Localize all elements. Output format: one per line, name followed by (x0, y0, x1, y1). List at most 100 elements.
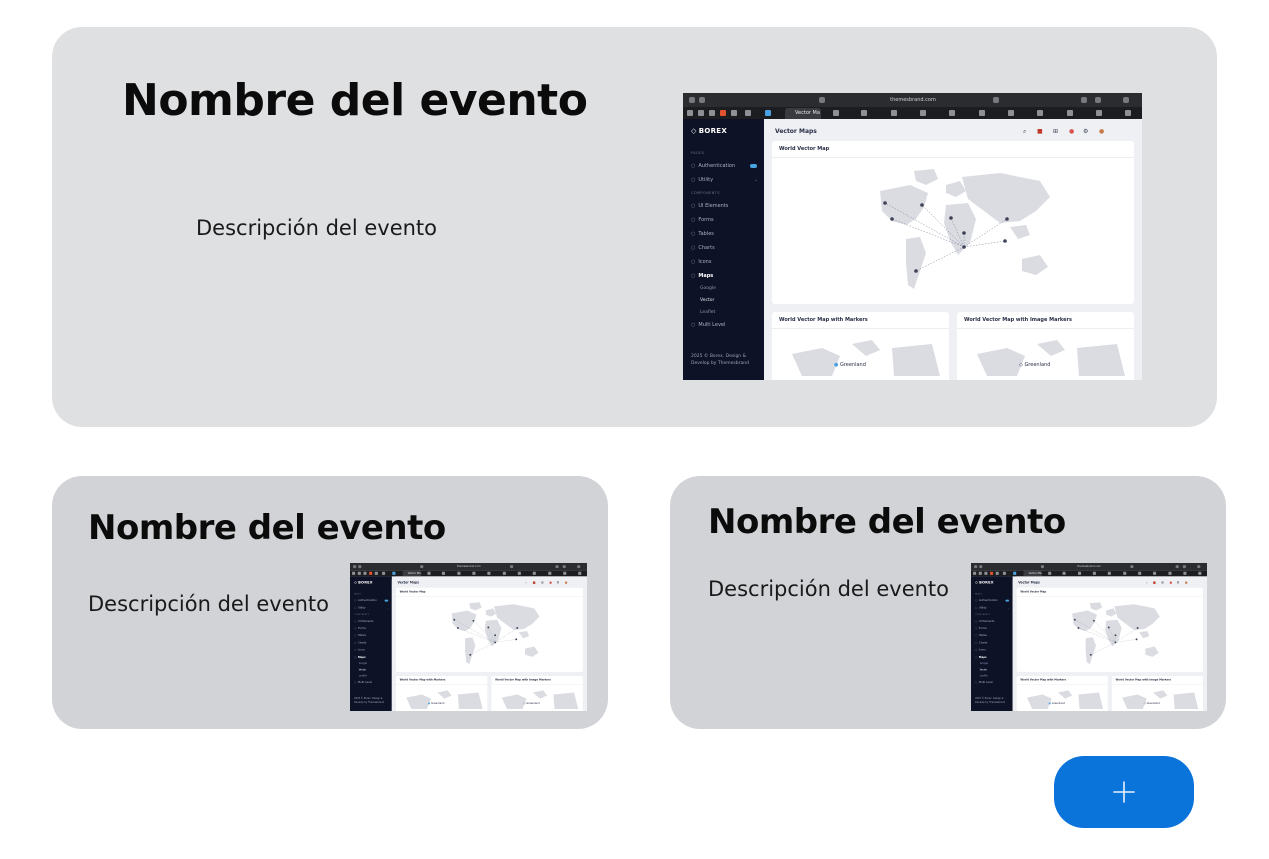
gear-icon: ⚙ (1176, 581, 1180, 585)
share-icon (1095, 97, 1101, 103)
browser-url: themesbrand.com (1077, 565, 1102, 569)
grid-icon: ⊞ (1053, 128, 1059, 135)
world-map-graphic (406, 690, 483, 709)
sidebar-toggle-icon (353, 565, 357, 569)
thumbnail-sidebar: BOREX PAGES Authentication Utility ⌄ COM… (683, 119, 764, 380)
tab-icon (698, 110, 704, 116)
sidebar-item-utility: Utility (354, 606, 366, 609)
panel-title: World Vector Map with Image Markers (1115, 678, 1171, 682)
avatar: ● (1184, 581, 1188, 585)
panel-title: World Vector Map with Markers (1020, 678, 1067, 682)
tab-icon (457, 571, 461, 575)
star-icon (1067, 110, 1073, 116)
tab-icon (1048, 571, 1052, 575)
map-marker-label: ◇ Greenland (1144, 702, 1160, 705)
event-title: Nombre del evento (88, 508, 446, 548)
tab-icon (949, 110, 955, 116)
browser-url: themesbrand.com (456, 565, 481, 569)
sidebar-item-maps: Maps (354, 656, 366, 659)
sidebar-item-multi-level: Multi Level (975, 681, 993, 684)
tab-icon (920, 110, 926, 116)
marker-dot-icon: ● (834, 362, 840, 368)
flag-icon: ■ (1037, 128, 1043, 135)
sidebar-item-utility: Utility (975, 606, 987, 609)
panel-world-map: World Vector Map (395, 587, 583, 672)
active-tab: Vector Ma (402, 570, 422, 577)
add-event-button[interactable] (1054, 756, 1194, 828)
plus-icon (1113, 781, 1135, 803)
event-thumbnail: themesbrand.com Vector Ma (971, 563, 1207, 711)
sidebar-subitem-vector: Vector (358, 668, 367, 672)
sidebar-toggle-icon (974, 565, 978, 569)
diamond-marker-icon: ◇ (1143, 701, 1147, 705)
sidebar-item-maps: Maps (691, 273, 713, 279)
shield-icon (1040, 565, 1045, 569)
event-description: Descripción del evento (88, 592, 330, 616)
tab-icon (352, 571, 356, 575)
sidebar-item-multi-level: Multi Level (691, 322, 725, 328)
thumbnail-main: Vector Maps ⌕ ■ ⊞ ● ⚙ ● World Vector Map (1012, 576, 1207, 711)
sidebar-item-charts: Charts (975, 641, 987, 644)
shield-icon (819, 97, 825, 103)
tab-icon (973, 571, 977, 575)
sidebar-toggle-icon (689, 97, 695, 103)
back-icon (358, 565, 362, 569)
browser-toolbar: themesbrand.com (683, 93, 1142, 107)
tab-icon (427, 571, 431, 575)
sidebar-section-label: COMPONENTS (975, 613, 990, 616)
flag-icon: ■ (532, 581, 536, 585)
thumbnail-content: themesbrand.com Vector Ma (971, 563, 1207, 711)
tabs-icon (577, 565, 581, 569)
panel-title: World Vector Map (1020, 590, 1047, 594)
map-marker-label: ● Greenland (834, 362, 866, 368)
tab-icon (1123, 571, 1127, 575)
back-icon (699, 97, 705, 103)
tab-icon (1107, 571, 1111, 575)
tab-icon (502, 571, 506, 575)
panel-divider (957, 328, 1134, 329)
download-icon (1175, 565, 1179, 569)
tab-icon (1037, 110, 1043, 116)
sidebar-item-charts: Charts (691, 245, 714, 251)
tab-icon (357, 571, 361, 575)
sidebar-section-label: PAGES (975, 592, 982, 595)
panel-divider (395, 596, 583, 597)
event-card-featured[interactable]: Nombre del evento Descripción del evento… (52, 27, 1217, 427)
thumbnail-main: Vector Maps ⌕ ■ ⊞ ● ⚙ ● World Vector Map (764, 119, 1142, 380)
sidebar-item-tables: Tables (354, 634, 366, 637)
tab-icon (891, 110, 897, 116)
share-icon (1182, 565, 1186, 569)
panel-divider (1016, 684, 1108, 685)
tab-icon (374, 571, 378, 575)
thumbnail-content: themesbrand.com Vector Ma (350, 563, 587, 711)
avatar: ● (1099, 128, 1105, 135)
panel-divider (772, 328, 949, 329)
bell-icon: ● (1069, 128, 1075, 135)
tab-icon (369, 571, 373, 575)
browser-toolbar: themesbrand.com (971, 563, 1207, 571)
sidebar-subitem-google: Google (700, 286, 716, 291)
panel-divider (1111, 684, 1203, 685)
marker-label: Greenland (1024, 362, 1051, 368)
sidebar-item-icons: Icons (354, 649, 365, 652)
sidebar-item-multi-level: Multi Level (354, 681, 372, 684)
gear-icon: ⚙ (1083, 128, 1089, 135)
sidebar-item-ui-elements: UI Elements (975, 620, 994, 623)
back-icon (979, 565, 983, 569)
diamond-marker-icon: ◇ (1019, 362, 1025, 368)
browser-tabs: Vector Ma (971, 570, 1207, 577)
panel-image-markers-map: World Vector Map with Image Markers ◇ Gr… (491, 675, 583, 711)
world-map-graphic (451, 602, 540, 665)
event-card[interactable]: Nombre del evento Descripción del evento… (52, 476, 608, 729)
marker-label: Greenland (1051, 701, 1066, 705)
marker-label: Greenland (526, 701, 540, 705)
flag-icon: ■ (1153, 581, 1156, 585)
brand-logo: BOREX (691, 127, 727, 135)
event-card[interactable]: Nombre del evento Descripción del evento… (670, 476, 1226, 729)
tab-icon (979, 110, 985, 116)
tab-icon (1008, 110, 1014, 116)
translate-icon (1130, 565, 1134, 569)
tabs-icon (1123, 97, 1129, 103)
tab-icon (984, 571, 988, 575)
browser-tabs: Vector Ma (350, 570, 587, 577)
